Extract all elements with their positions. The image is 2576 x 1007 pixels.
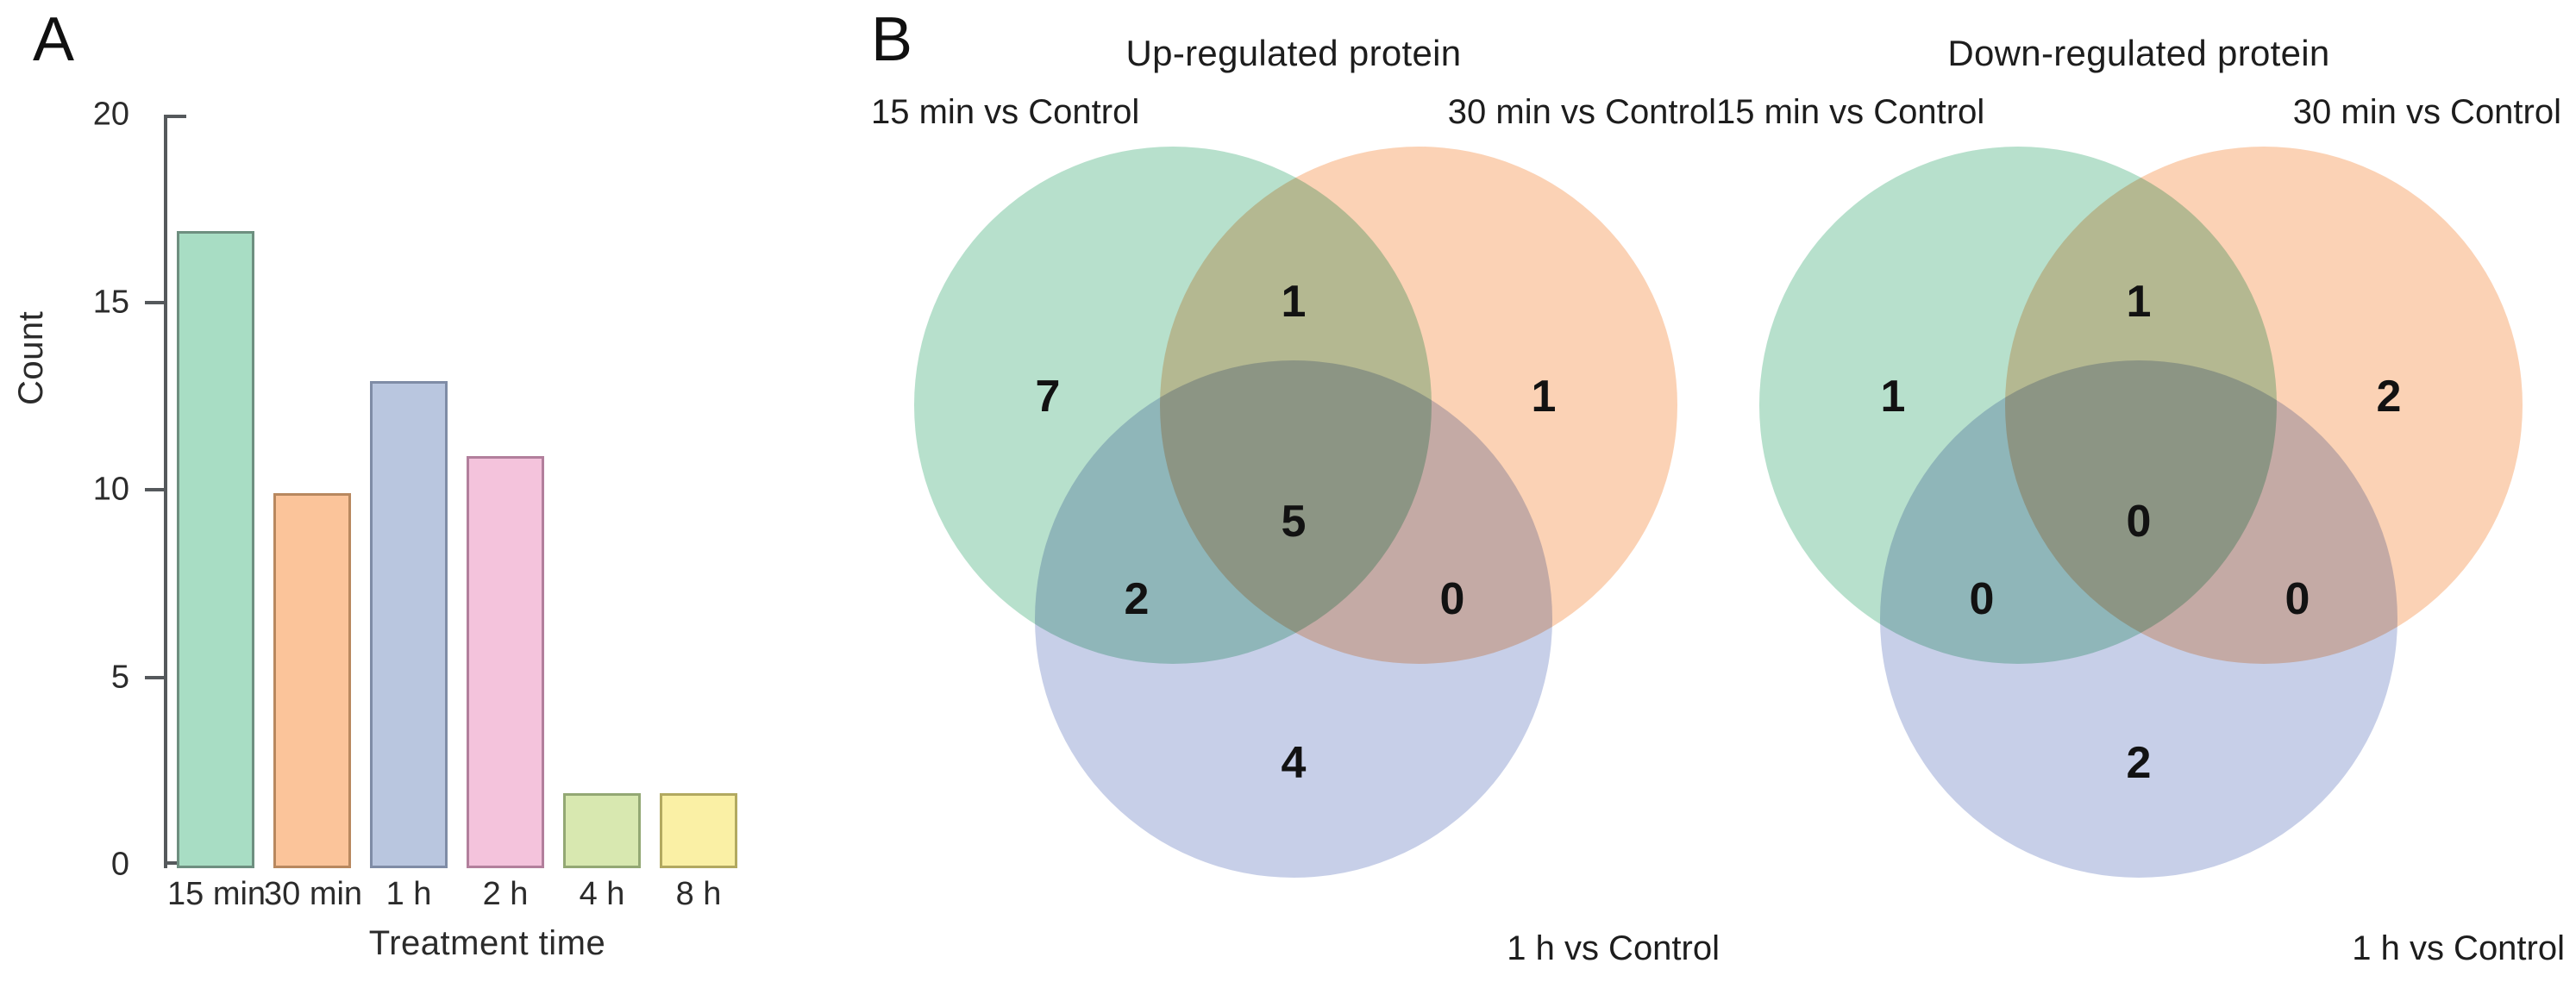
x-tick-label-1-h: 1 h — [385, 876, 432, 912]
y-axis-title: Count — [12, 310, 50, 405]
venn-up-count-abc: 5 — [1281, 497, 1307, 547]
venn-up-count-c-only: 4 — [1281, 738, 1307, 788]
y-axis-line — [164, 115, 167, 868]
bar-8-h — [660, 793, 737, 868]
venn-down-set-label-b: 30 min vs Control — [2292, 93, 2561, 131]
panel-a-label: A — [33, 5, 75, 74]
venn-down-regulated: Down-regulated protein 15 min vs Control… — [1708, 0, 2570, 1007]
venn-up-count-ab: 1 — [1281, 277, 1307, 327]
venn-down-canvas: 1 1 2 0 0 0 2 — [1708, 129, 2570, 923]
venn-down-title: Down-regulated protein — [1947, 33, 2330, 73]
venn-down-count-bc: 0 — [2285, 574, 2310, 624]
bar-slot — [177, 115, 254, 868]
venn-down-count-ab: 1 — [2126, 277, 2152, 327]
venn-down-set-label-a: 15 min vs Control — [1716, 93, 1985, 131]
bar-30-min — [273, 493, 351, 868]
bar-slot — [273, 115, 351, 868]
bar-4-h — [563, 793, 641, 868]
venn-up-count-b-only: 1 — [1531, 372, 1557, 422]
venn-down-count-ac: 0 — [1969, 574, 1995, 624]
venn-up-regulated: Up-regulated protein 15 min vs Control 3… — [862, 0, 1725, 1007]
bar-slot — [563, 115, 641, 868]
venn-up-count-bc: 0 — [1439, 574, 1465, 624]
venn-up-canvas: 7 1 1 2 5 0 4 — [862, 129, 1725, 923]
y-tick-label-5: 5 — [110, 659, 129, 695]
panel-b-venn-diagrams: B Up-regulated protein 15 min vs Control… — [845, 0, 2576, 1007]
x-axis-title-text: Treatment time — [368, 924, 606, 962]
bar-1-h — [370, 380, 448, 868]
venn-down-count-c-only: 2 — [2126, 738, 2152, 788]
bar-slot — [370, 115, 448, 868]
y-tick-0 — [164, 861, 186, 865]
bar-series — [167, 115, 747, 868]
venn-up-set-label-b: 30 min vs Control — [1447, 93, 1716, 131]
venn-down-circle-1h — [1880, 360, 2397, 878]
venn-up-set-label-a: 15 min vs Control — [871, 93, 1140, 131]
venn-up-title: Up-regulated protein — [1125, 33, 1462, 73]
venn-down-count-b-only: 2 — [2376, 372, 2402, 422]
venn-up-set-label-c: 1 h vs Control — [1507, 929, 1720, 967]
y-tick-label-20: 20 — [92, 96, 129, 133]
y-tick-10 — [145, 488, 164, 491]
bar-2-h — [467, 455, 544, 868]
venn-down-count-abc: 0 — [2126, 497, 2152, 547]
x-tick-label-8-h: 8 h — [675, 876, 722, 912]
y-tick-label-10: 10 — [92, 471, 129, 508]
x-tick-label-30-min: 30 min — [264, 876, 363, 912]
x-tick-label-2-h: 2 h — [482, 876, 529, 912]
venn-up-count-ac: 2 — [1124, 574, 1150, 624]
x-axis-title: Treatment time — [0, 924, 845, 963]
x-tick-label-15-min: 15 min — [167, 876, 266, 912]
y-tick-20 — [164, 115, 186, 118]
bar-slot — [467, 115, 544, 868]
venn-down-count-a-only: 1 — [1880, 372, 1906, 422]
venn-up-count-a-only: 7 — [1035, 372, 1061, 422]
bar-15-min — [177, 230, 254, 868]
panel-b-label: B — [871, 5, 913, 74]
venn-down-set-label-c: 1 h vs Control — [2352, 929, 2565, 967]
y-tick-label-15: 15 — [92, 284, 129, 320]
x-tick-label-4-h: 4 h — [579, 876, 625, 912]
venn-up-circle-1h — [1035, 360, 1552, 878]
bar-slot — [660, 115, 737, 868]
y-tick-15 — [145, 300, 164, 304]
y-tick-5 — [145, 675, 164, 679]
y-tick-label-0: 0 — [110, 846, 129, 883]
